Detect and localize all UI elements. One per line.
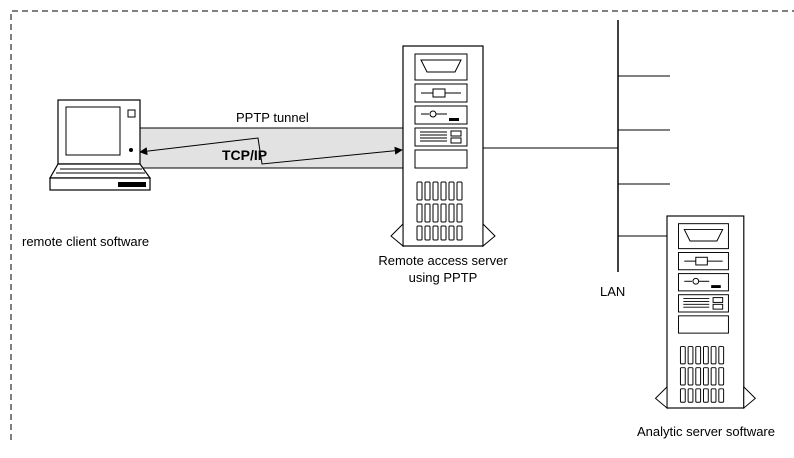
remote-access-server-icon [390,45,496,247]
tunnel-label: PPTP tunnel [236,110,309,125]
lan-label: LAN [600,284,625,299]
remote-server-label-line2: using PPTP [409,270,478,285]
client-label: remote client software [22,234,149,249]
boundary-dashed-border [10,10,794,440]
laptop-icon [48,99,152,191]
tcpip-label: TCP/IP [222,147,267,163]
analytic-server-icon [654,215,756,409]
remote-server-label-line1: Remote access server [378,253,508,268]
tcpip-arrow [139,137,403,165]
analytic-server-label: Analytic server software [637,424,775,439]
